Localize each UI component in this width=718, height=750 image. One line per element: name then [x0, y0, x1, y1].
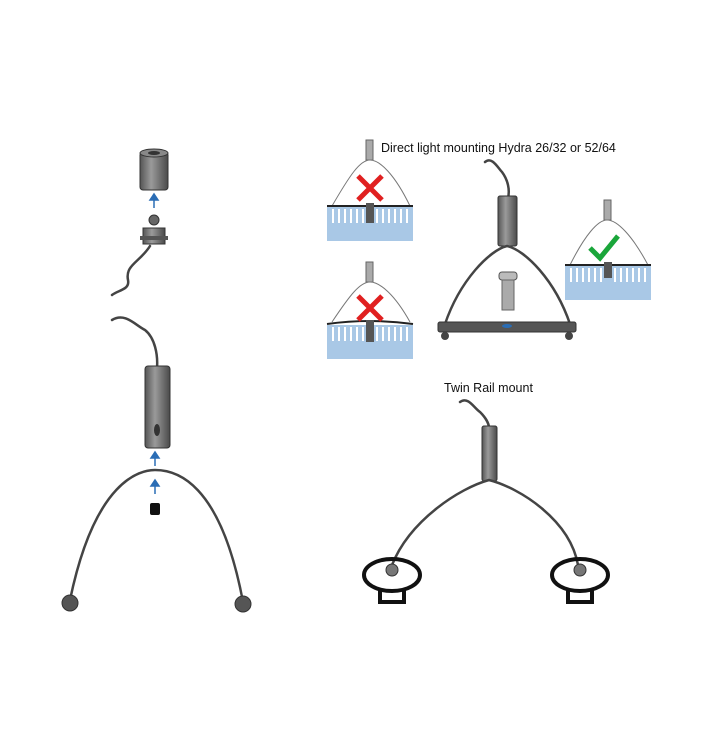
- correct-example: [564, 199, 652, 301]
- screw: [498, 271, 518, 311]
- cable-top: [110, 244, 152, 297]
- end-ball: [61, 594, 79, 612]
- cross-icon: [356, 174, 384, 202]
- y-cable: [68, 468, 245, 604]
- wrong-example-2: [326, 261, 414, 360]
- ball-fitting: [140, 214, 168, 245]
- twin-rail-mount: [362, 399, 610, 604]
- hydra-mount: [437, 159, 577, 340]
- wrong-example-1: [326, 139, 414, 242]
- set-screw: [150, 503, 160, 515]
- arrow-up-icon: [148, 192, 160, 208]
- cross-icon: [356, 294, 384, 322]
- rail-clip-right: [550, 557, 610, 604]
- checkmark-icon: [588, 234, 620, 262]
- cable-bottom: [110, 316, 159, 370]
- cap-sleeve: [139, 148, 169, 191]
- end-ball: [234, 595, 252, 613]
- rail-clip-left: [362, 557, 422, 604]
- gripper-cylinder: [144, 365, 171, 449]
- arrow-up-icon: [149, 450, 161, 466]
- direct-mount-label: Direct light mounting Hydra 26/32 or 52/…: [381, 141, 616, 155]
- twin-rail-label: Twin Rail mount: [444, 381, 533, 395]
- left-assembly: [61, 148, 252, 613]
- arrow-up-icon: [149, 478, 161, 494]
